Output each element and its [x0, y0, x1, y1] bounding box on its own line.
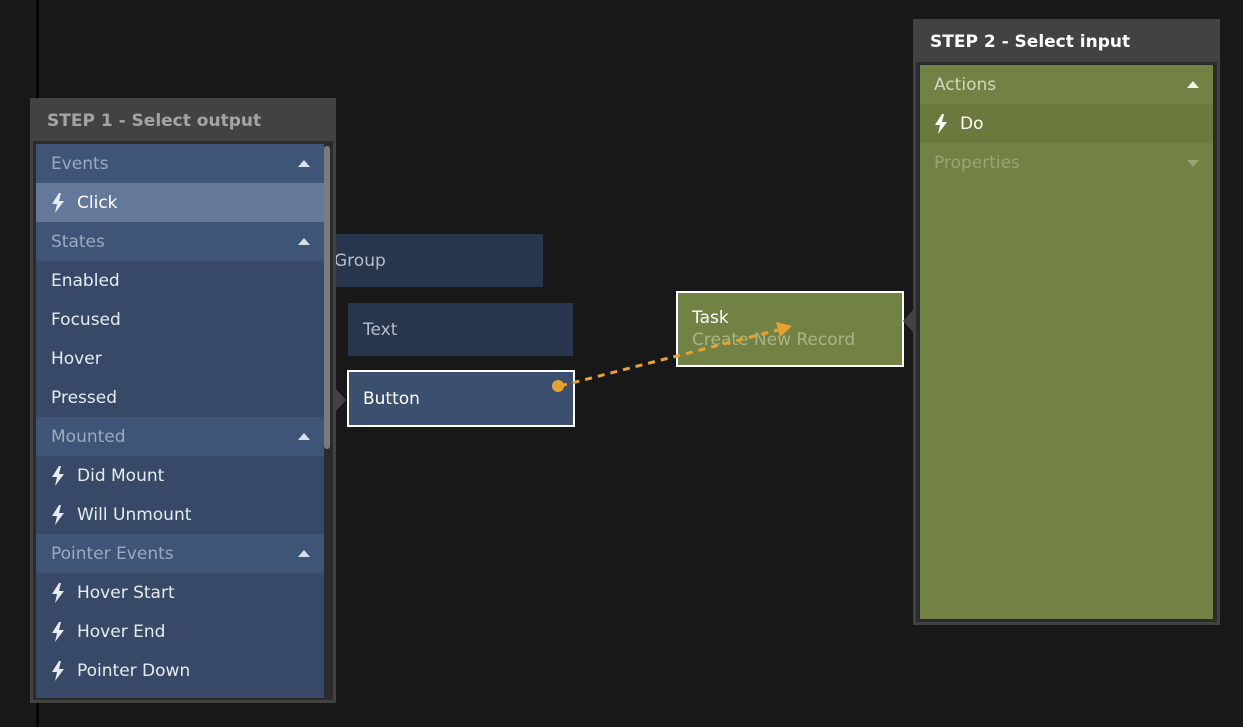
step1-panel-title: STEP 1 - Select output: [33, 101, 333, 141]
port-item-click[interactable]: Click: [36, 183, 324, 222]
port-item-hover-start[interactable]: Hover Start: [36, 573, 324, 612]
node-group[interactable]: Group: [332, 234, 543, 287]
node-task-title: Task: [692, 308, 729, 328]
step2-panel-title: STEP 2 - Select input: [916, 22, 1217, 62]
port-item-pressed[interactable]: Pressed: [36, 378, 324, 417]
port-item-label: Did Mount: [77, 465, 165, 486]
triangle-up-icon: [298, 550, 310, 557]
triangle-down-icon: [1187, 160, 1199, 167]
lightning-bolt-icon: [51, 621, 65, 642]
port-item-label: Pressed: [51, 387, 117, 408]
lightning-bolt-icon: [51, 582, 65, 603]
lightning-bolt-icon: [51, 504, 65, 525]
triangle-up-icon: [298, 160, 310, 167]
port-item-label: Enabled: [51, 270, 120, 291]
port-item-label: Do: [960, 113, 984, 134]
triangle-up-icon: [298, 238, 310, 245]
section-header-pointer-events[interactable]: Pointer Events: [36, 534, 324, 573]
port-item-label: Pointer Down: [77, 660, 191, 681]
port-item-enabled[interactable]: Enabled: [36, 261, 324, 300]
node-task[interactable]: Task Create New Record: [676, 291, 904, 367]
port-item-will-unmount[interactable]: Will Unmount: [36, 495, 324, 534]
lightning-bolt-icon: [51, 192, 65, 213]
step2-port-list[interactable]: Actions Do Properties: [920, 65, 1213, 619]
port-item-pointer-down[interactable]: Pointer Down: [36, 651, 324, 690]
section-label: States: [51, 231, 105, 252]
port-item-label: Will Unmount: [77, 504, 192, 525]
node-button[interactable]: Button: [347, 370, 575, 427]
step1-port-list[interactable]: Events Click States Enabled Focused Hove…: [36, 144, 324, 698]
port-item-label: Focused: [51, 309, 121, 330]
output-connector-dot[interactable]: [552, 380, 564, 392]
node-group-label: Group: [334, 250, 386, 271]
section-header-actions[interactable]: Actions: [920, 65, 1213, 104]
section-label: Properties: [934, 152, 1020, 173]
triangle-up-icon: [1187, 81, 1199, 88]
node-text-label: Text: [363, 319, 398, 340]
section-header-mounted[interactable]: Mounted: [36, 417, 324, 456]
port-item-label: Hover End: [77, 621, 166, 642]
port-item-label: Hover: [51, 348, 102, 369]
triangle-up-icon: [298, 433, 310, 440]
step2-input-panel: STEP 2 - Select input Actions Do Propert…: [913, 19, 1220, 625]
section-header-events[interactable]: Events: [36, 144, 324, 183]
section-header-properties[interactable]: Properties: [920, 143, 1213, 182]
step1-scrollbar-thumb[interactable]: [324, 146, 330, 449]
port-item-focused[interactable]: Focused: [36, 300, 324, 339]
lightning-bolt-icon: [934, 113, 948, 134]
panel-pointer-right: [336, 389, 346, 411]
port-item-did-mount[interactable]: Did Mount: [36, 456, 324, 495]
panel-pointer-left: [903, 310, 913, 332]
node-button-label: Button: [363, 388, 420, 409]
lightning-bolt-icon: [51, 660, 65, 681]
port-item-do[interactable]: Do: [920, 104, 1213, 143]
port-item-hover[interactable]: Hover: [36, 339, 324, 378]
node-text[interactable]: Text: [348, 303, 573, 356]
section-label: Mounted: [51, 426, 126, 447]
section-label: Events: [51, 153, 109, 174]
step1-output-panel: STEP 1 - Select output Events Click Stat…: [30, 98, 336, 703]
lightning-bolt-icon: [51, 465, 65, 486]
port-item-label: Click: [77, 192, 118, 213]
section-header-states[interactable]: States: [36, 222, 324, 261]
section-label: Actions: [934, 74, 997, 95]
port-item-hover-end[interactable]: Hover End: [36, 612, 324, 651]
port-item-label: Hover Start: [77, 582, 175, 603]
section-label: Pointer Events: [51, 543, 174, 564]
node-task-subtitle: Create New Record: [692, 330, 856, 350]
